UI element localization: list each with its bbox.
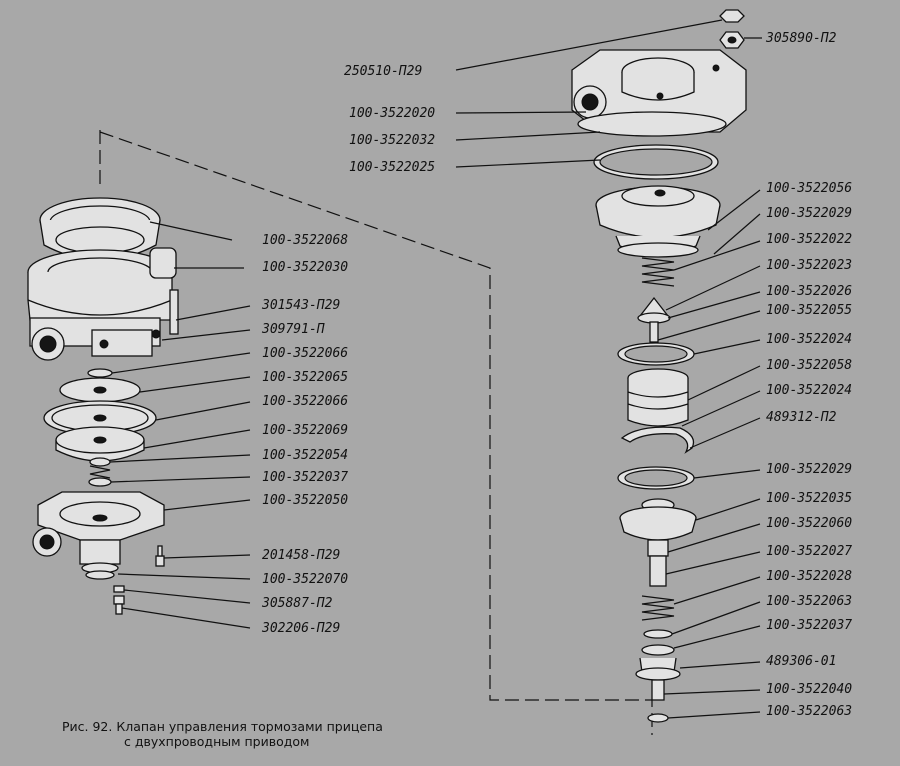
part-label: 100-3522040 bbox=[766, 682, 852, 697]
part-label: 100-3522068 bbox=[262, 233, 348, 248]
left-valve-assembly bbox=[27, 197, 179, 615]
part-label: 309791-П bbox=[261, 322, 325, 337]
part-label: 100-3522037 bbox=[766, 618, 852, 633]
part-label: 100-3522029 bbox=[766, 462, 852, 477]
part-label: 100-3522035 bbox=[766, 491, 852, 506]
valve-cone bbox=[637, 296, 671, 343]
left-leader-lines bbox=[109, 221, 251, 629]
left-screws bbox=[113, 545, 165, 615]
part-label: 100-3522022 bbox=[766, 232, 852, 247]
part-label: 100-3522030 bbox=[262, 260, 348, 275]
caption-line-2: с двухпроводным приводом bbox=[124, 734, 310, 749]
part-label: 100-3522070 bbox=[262, 572, 348, 587]
part-label: 100-3522063 bbox=[766, 704, 852, 719]
part-label: 250510-П29 bbox=[344, 64, 422, 79]
snap-ring bbox=[620, 426, 695, 454]
part-label: 100-3522027 bbox=[766, 544, 852, 559]
part-label: 100-3522032 bbox=[349, 133, 435, 148]
part-label: 100-3522025 bbox=[349, 160, 435, 175]
small-spring bbox=[88, 457, 112, 487]
part-label: 201458-П29 bbox=[262, 548, 340, 563]
right-valve-assembly bbox=[571, 9, 747, 723]
part-label: 301543-П29 bbox=[261, 298, 340, 313]
part-label: 100-3522029 bbox=[766, 206, 852, 221]
part-label: 100-3522058 bbox=[766, 358, 852, 373]
part-label: 100-3522054 bbox=[262, 448, 348, 463]
left-labels: 100-3522068 100-3522030 301543-П29 30979… bbox=[261, 233, 348, 636]
part-label: 100-3522066 bbox=[262, 346, 348, 361]
part-label: 305887-П2 bbox=[261, 596, 333, 611]
upper-housing bbox=[27, 247, 179, 361]
part-label: 100-3522023 bbox=[766, 258, 852, 273]
part-label: 489306-01 bbox=[766, 654, 836, 669]
part-label: 100-3522056 bbox=[766, 181, 852, 196]
part-label: 302206-П29 bbox=[261, 621, 340, 636]
sleeve bbox=[627, 368, 689, 427]
cover-housing bbox=[571, 49, 747, 137]
part-label: 100-3522028 bbox=[766, 569, 852, 584]
right-leader-lines bbox=[455, 19, 762, 719]
assembly-dashed-line bbox=[99, 130, 653, 735]
part-label: 100-3522060 bbox=[766, 516, 852, 531]
part-label: 100-3522050 bbox=[262, 493, 348, 508]
part-label: 100-3522066 bbox=[262, 394, 348, 409]
upper-spring bbox=[641, 257, 675, 287]
lower-piston bbox=[619, 498, 697, 557]
part-label: 100-3522020 bbox=[349, 106, 435, 121]
part-label: 100-3522055 bbox=[766, 303, 852, 318]
part-label: 100-3522024 bbox=[766, 383, 852, 398]
part-label: 100-3522063 bbox=[766, 594, 852, 609]
part-label: 100-3522069 bbox=[262, 423, 348, 438]
upper-piston bbox=[595, 185, 721, 258]
lower-housing bbox=[32, 491, 165, 580]
washer-stack bbox=[43, 368, 157, 462]
stem-and-springs bbox=[635, 555, 681, 723]
figure-caption: Рис. 92. Клапан управления тормозами при… bbox=[62, 719, 442, 749]
top-nuts bbox=[719, 9, 745, 49]
part-label: 489312-П2 bbox=[766, 410, 837, 425]
part-label: 100-3522024 bbox=[766, 332, 852, 347]
part-label: 100-3522065 bbox=[262, 370, 348, 385]
part-label: 305890-П2 bbox=[765, 31, 837, 46]
right-labels: 305890-П2 250510-П29 100-3522020 100-352… bbox=[344, 31, 852, 719]
caption-line-1: Рис. 92. Клапан управления тормозами при… bbox=[62, 719, 383, 734]
part-label: 100-3522026 bbox=[766, 284, 852, 299]
part-label: 100-3522037 bbox=[262, 470, 348, 485]
